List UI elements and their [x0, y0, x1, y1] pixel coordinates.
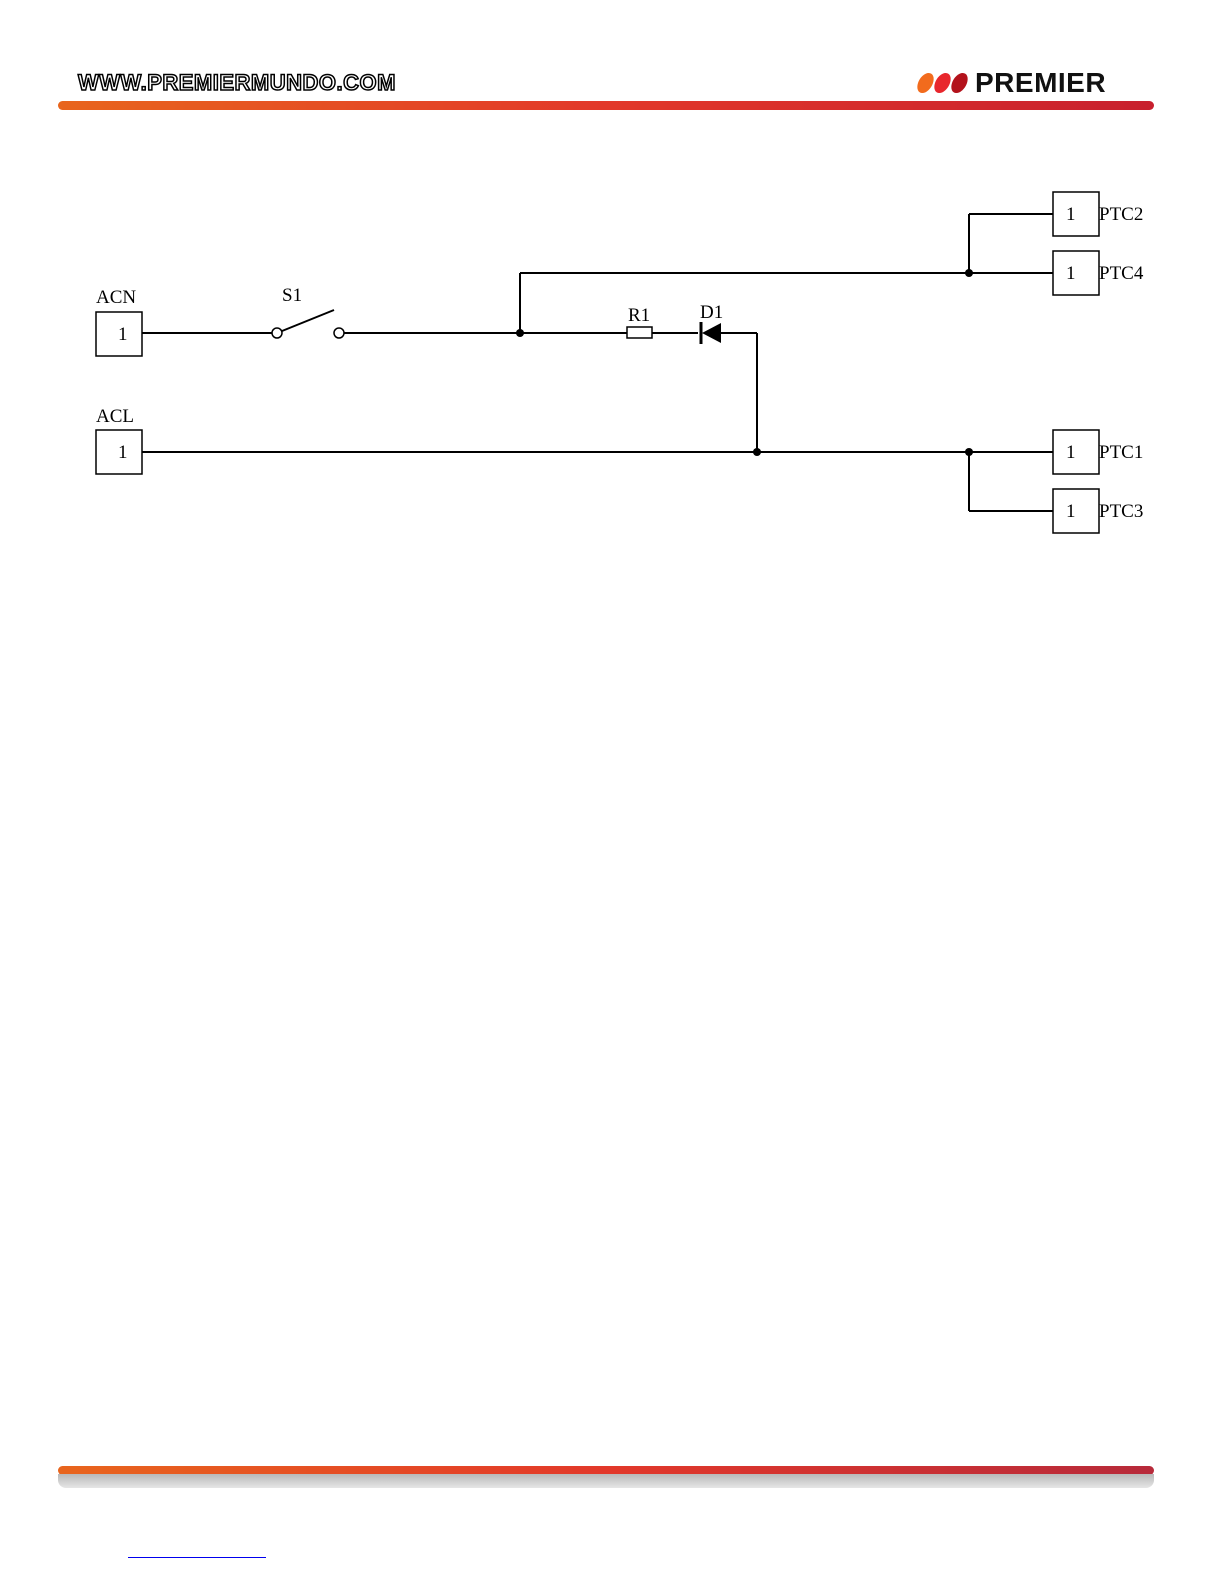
ptc1-pin: 1 [1066, 442, 1076, 463]
ptc2-pin: 1 [1066, 204, 1076, 225]
ptc2-label: PTC2 [1099, 204, 1143, 225]
switch-contact-right [334, 328, 344, 338]
ptc2-connector [1053, 192, 1099, 236]
diode-icon [701, 322, 721, 344]
ptc4-label: PTC4 [1099, 263, 1144, 284]
acl-pin: 1 [118, 442, 128, 463]
footer-link-underline[interactable] [128, 1557, 266, 1558]
ptc4-connector [1053, 251, 1099, 295]
switch-contact-left [272, 328, 282, 338]
ptc1-connector [1053, 430, 1099, 474]
switch-label: S1 [282, 285, 302, 306]
acn-label: ACN [96, 287, 136, 308]
resistor-label: R1 [628, 305, 650, 326]
ptc4-pin: 1 [1066, 263, 1076, 284]
footer-rule-shadow [58, 1474, 1154, 1488]
ptc3-pin: 1 [1066, 501, 1076, 522]
ptc3-connector [1053, 489, 1099, 533]
ptc3-label: PTC3 [1099, 501, 1143, 522]
resistor-icon [627, 327, 652, 338]
acl-label: ACL [96, 406, 134, 427]
ptc1-label: PTC1 [1099, 442, 1143, 463]
diode-label: D1 [700, 302, 723, 323]
junction-dots [516, 269, 973, 456]
wires [142, 214, 1053, 511]
acn-pin: 1 [118, 324, 128, 345]
